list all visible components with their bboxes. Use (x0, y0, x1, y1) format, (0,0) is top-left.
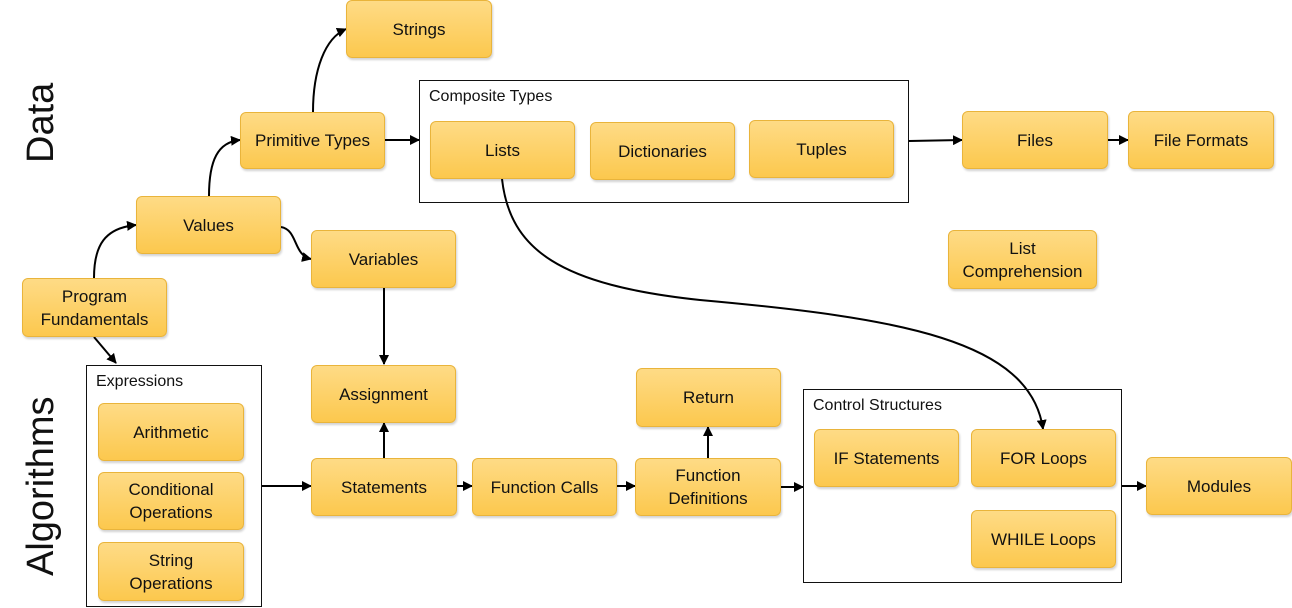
node-statements[interactable]: Statements (311, 458, 457, 516)
node-for-loops[interactable]: FOR Loops (971, 429, 1116, 487)
arrow-values-to-primitive (208, 135, 241, 197)
node-variables[interactable]: Variables (311, 230, 456, 288)
arrow-program-to-expressions (93, 336, 117, 364)
node-string-operations[interactable]: String Operations (98, 542, 244, 601)
node-files[interactable]: Files (962, 111, 1108, 169)
node-program-fundamentals[interactable]: Program Fundamentals (22, 278, 167, 337)
node-arithmetic[interactable]: Arithmetic (98, 403, 244, 461)
group-title-composite-types: Composite Types (429, 88, 553, 105)
node-primitive-types[interactable]: Primitive Types (240, 112, 385, 169)
node-return[interactable]: Return (636, 368, 781, 427)
node-file-formats[interactable]: File Formats (1128, 111, 1274, 169)
node-tuples[interactable]: Tuples (749, 120, 894, 178)
axis-label-algorithms: Algorithms (20, 396, 62, 577)
node-while-loops[interactable]: WHILE Loops (971, 510, 1116, 568)
node-lists[interactable]: Lists (430, 121, 575, 179)
node-values[interactable]: Values (136, 196, 281, 254)
group-title-control-structures: Control Structures (813, 397, 942, 414)
group-control-structures: Control Structures (803, 389, 1122, 583)
arrow-composite-to-files (908, 135, 963, 146)
node-function-calls[interactable]: Function Calls (472, 458, 617, 516)
axis-label-data: Data (20, 82, 62, 163)
arrow-program-to-values (93, 220, 137, 279)
node-function-definitions[interactable]: Function Definitions (635, 458, 781, 516)
node-strings[interactable]: Strings (346, 0, 492, 58)
group-expressions: Expressions (86, 365, 262, 607)
node-dictionaries[interactable]: Dictionaries (590, 122, 735, 180)
node-assignment[interactable]: Assignment (311, 365, 456, 423)
group-title-expressions: Expressions (96, 373, 184, 390)
arrow-values-to-variables (280, 226, 312, 262)
node-list-comprehension[interactable]: List Comprehension (948, 230, 1097, 289)
arrow-primitive-to-strings (312, 27, 347, 113)
arrow-lists-to-forloops (501, 178, 1047, 430)
node-conditional-operations[interactable]: Conditional Operations (98, 472, 244, 530)
node-modules[interactable]: Modules (1146, 457, 1292, 515)
group-composite-types: Composite Types (419, 80, 909, 203)
node-if-statements[interactable]: IF Statements (814, 429, 959, 487)
